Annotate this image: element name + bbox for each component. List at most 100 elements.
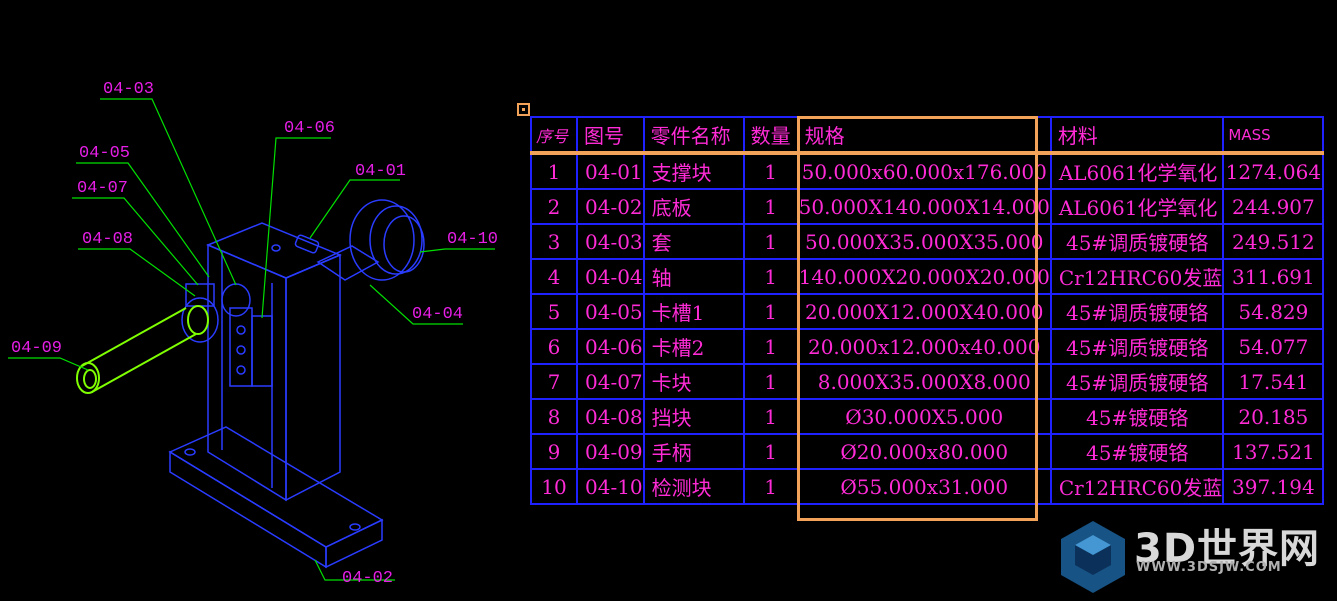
cell-spec: 50.000X35.000X35.000 bbox=[796, 223, 1052, 260]
cell-drawing-no: 04-07 bbox=[576, 363, 645, 400]
cell-material: AL6061化学氧化 bbox=[1049, 188, 1225, 225]
cell-material: 45#调质镀硬铬 bbox=[1049, 293, 1225, 330]
callout-04-01: 04-01 bbox=[355, 162, 407, 181]
cell-name: 卡槽1 bbox=[642, 293, 745, 330]
bom-header-row: 序号 图号 零件名称 数量 规格 材料 MASS bbox=[530, 116, 1325, 154]
cell-spec: Ø20.000x80.000 bbox=[796, 433, 1052, 470]
cell-qty: 1 bbox=[742, 363, 799, 400]
cell-mass: 249.512 bbox=[1222, 223, 1325, 260]
cell-material: 45#调质镀硬铬 bbox=[1049, 363, 1225, 400]
header-name: 零件名称 bbox=[642, 116, 745, 154]
cell-seq: 1 bbox=[530, 151, 578, 190]
cell-spec: 8.000X35.000X8.000 bbox=[796, 363, 1052, 400]
cell-seq: 8 bbox=[530, 398, 578, 435]
callout-04-06: 04-06 bbox=[284, 119, 336, 138]
cell-mass: 397.194 bbox=[1222, 468, 1325, 505]
cell-qty: 1 bbox=[742, 433, 799, 470]
table-row: 9 04-09 手柄 1 Ø20.000x80.000 45#镀硬铬 137.5… bbox=[530, 433, 1325, 470]
cell-material: AL6061化学氧化 bbox=[1049, 151, 1225, 190]
cell-mass: 54.829 bbox=[1222, 293, 1325, 330]
cell-drawing-no: 04-06 bbox=[576, 328, 645, 365]
header-qty: 数量 bbox=[742, 116, 799, 154]
cell-name: 卡槽2 bbox=[642, 328, 745, 365]
cell-seq: 2 bbox=[530, 188, 578, 225]
table-row: 6 04-06 卡槽2 1 20.000x12.000x40.000 45#调质… bbox=[530, 328, 1325, 365]
cell-mass: 311.691 bbox=[1222, 258, 1325, 295]
callout-04-04: 04-04 bbox=[412, 305, 464, 324]
watermark-title: 3D世界网 bbox=[1134, 526, 1321, 572]
cell-mass: 244.907 bbox=[1222, 188, 1325, 225]
callout-04-10: 04-10 bbox=[447, 230, 499, 249]
callout-04-08: 04-08 bbox=[82, 230, 134, 249]
watermark-cube-icon bbox=[1061, 521, 1125, 593]
cell-name: 手柄 bbox=[642, 433, 745, 470]
cell-material: 45#调质镀硬铬 bbox=[1049, 223, 1225, 260]
callout-04-03: 04-03 bbox=[103, 80, 155, 99]
table-row: 1 04-01 支撑块 1 50.000x60.000x176.000 AL60… bbox=[530, 151, 1325, 190]
cell-qty: 1 bbox=[742, 468, 799, 505]
cell-mass: 17.541 bbox=[1222, 363, 1325, 400]
header-seq: 序号 bbox=[530, 116, 578, 154]
cell-drawing-no: 04-04 bbox=[576, 258, 645, 295]
cell-name: 套 bbox=[642, 223, 745, 260]
cell-name: 检测块 bbox=[642, 468, 745, 505]
header-spec: 规格 bbox=[796, 116, 1052, 154]
assembly-outline bbox=[168, 199, 425, 569]
cell-material: 45#镀硬铬 bbox=[1049, 433, 1225, 470]
table-row: 4 04-04 轴 1 140.000X20.000X20.000 Cr12HR… bbox=[530, 258, 1325, 295]
cell-seq: 3 bbox=[530, 223, 578, 260]
cell-seq: 9 bbox=[530, 433, 578, 470]
cell-seq: 10 bbox=[530, 468, 578, 505]
header-material: 材料 bbox=[1049, 116, 1225, 154]
cell-spec: Ø30.000X5.000 bbox=[796, 398, 1052, 435]
selection-marker-icon[interactable] bbox=[517, 103, 530, 116]
callout-04-02: 04-02 bbox=[342, 569, 394, 588]
cell-drawing-no: 04-08 bbox=[576, 398, 645, 435]
cell-material: 45#调质镀硬铬 bbox=[1049, 328, 1225, 365]
cell-mass: 137.521 bbox=[1222, 433, 1325, 470]
cell-material: 45#镀硬铬 bbox=[1049, 398, 1225, 435]
table-row: 8 04-08 挡块 1 Ø30.000X5.000 45#镀硬铬 20.185 bbox=[530, 398, 1325, 435]
table-row: 3 04-03 套 1 50.000X35.000X35.000 45#调质镀硬… bbox=[530, 223, 1325, 260]
cell-name: 挡块 bbox=[642, 398, 745, 435]
header-drawing-no: 图号 bbox=[576, 116, 645, 154]
cell-name: 底板 bbox=[642, 188, 745, 225]
cell-qty: 1 bbox=[742, 223, 799, 260]
cell-material: Cr12HRC60发蓝 bbox=[1049, 258, 1225, 295]
callout-04-05: 04-05 bbox=[79, 144, 131, 163]
cell-drawing-no: 04-01 bbox=[576, 151, 645, 190]
cell-spec: Ø55.000x31.000 bbox=[796, 468, 1052, 505]
handle-outline bbox=[76, 305, 209, 394]
cell-spec: 50.000x60.000x176.000 bbox=[796, 151, 1052, 190]
cell-seq: 6 bbox=[530, 328, 578, 365]
cell-qty: 1 bbox=[742, 188, 799, 225]
cell-spec: 50.000X140.000X14.000 bbox=[796, 188, 1052, 225]
cell-material: Cr12HRC60发蓝 bbox=[1049, 468, 1225, 505]
cell-drawing-no: 04-03 bbox=[576, 223, 645, 260]
cell-mass: 54.077 bbox=[1222, 328, 1325, 365]
callout-04-07: 04-07 bbox=[77, 179, 129, 198]
cell-qty: 1 bbox=[742, 258, 799, 295]
cell-seq: 5 bbox=[530, 293, 578, 330]
cell-name: 卡块 bbox=[642, 363, 745, 400]
cell-seq: 4 bbox=[530, 258, 578, 295]
cell-qty: 1 bbox=[742, 328, 799, 365]
bom-table: 序号 图号 零件名称 数量 规格 材料 MASS 1 04-01 支撑块 1 5… bbox=[530, 116, 1325, 505]
cell-mass: 20.185 bbox=[1222, 398, 1325, 435]
cell-spec: 20.000x12.000x40.000 bbox=[796, 328, 1052, 365]
header-mass: MASS bbox=[1222, 116, 1325, 154]
cell-drawing-no: 04-09 bbox=[576, 433, 645, 470]
cell-name: 支撑块 bbox=[642, 151, 745, 190]
table-row: 2 04-02 底板 1 50.000X140.000X14.000 AL606… bbox=[530, 188, 1325, 225]
cell-drawing-no: 04-02 bbox=[576, 188, 645, 225]
cell-qty: 1 bbox=[742, 293, 799, 330]
cell-qty: 1 bbox=[742, 398, 799, 435]
cell-drawing-no: 04-10 bbox=[576, 468, 645, 505]
cell-spec: 140.000X20.000X20.000 bbox=[796, 258, 1052, 295]
table-row: 5 04-05 卡槽1 1 20.000X12.000X40.000 45#调质… bbox=[530, 293, 1325, 330]
cell-name: 轴 bbox=[642, 258, 745, 295]
cell-spec: 20.000X12.000X40.000 bbox=[796, 293, 1052, 330]
cell-drawing-no: 04-05 bbox=[576, 293, 645, 330]
cell-seq: 7 bbox=[530, 363, 578, 400]
